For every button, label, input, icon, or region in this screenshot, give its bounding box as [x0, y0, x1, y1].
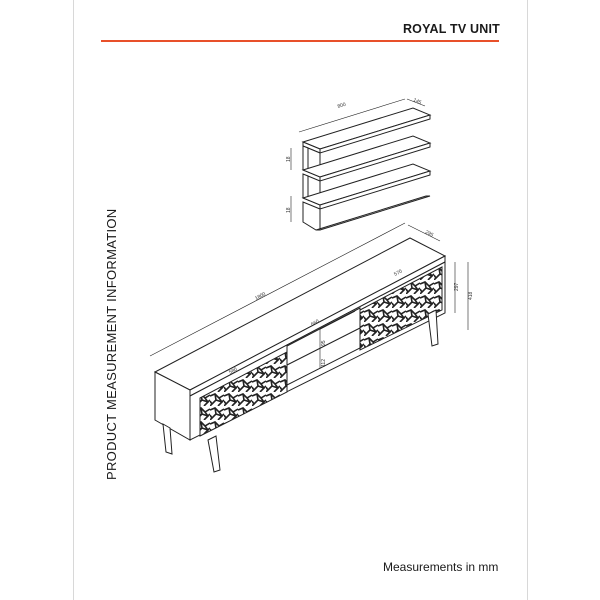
dim-shelf-width: 800: [337, 102, 347, 110]
tv-unit: [149, 222, 469, 473]
dim-inner-height-top: 95: [321, 340, 327, 346]
product-title: ROYAL TV UNIT: [402, 22, 500, 36]
dim-right-door: 570: [393, 268, 403, 277]
leg-front-left: [207, 435, 221, 473]
page-frame: [73, 0, 528, 600]
dim-shelf-thickness-bottom: 18: [286, 207, 292, 213]
dim-left-door: 580: [228, 366, 238, 375]
wall-shelves: [290, 98, 432, 231]
dim-unit-depth: 295: [424, 229, 434, 238]
title-underline: [101, 40, 499, 42]
right-door: [359, 266, 443, 351]
left-door: [199, 351, 288, 437]
dim-shelf-depth: 145: [412, 97, 422, 106]
dim-inner-height-bottom: 112: [321, 359, 327, 367]
leg-back-left: [162, 423, 173, 455]
measurement-note: Measurements in mm: [383, 560, 499, 574]
dim-body-height: 297: [454, 282, 460, 291]
lower-shelf: [301, 163, 432, 231]
dim-total-height: 418: [468, 291, 474, 300]
dim-shelf-thickness-top: 18: [286, 156, 292, 162]
dim-middle-width: 660: [310, 318, 320, 327]
leg-front-right: [427, 309, 439, 347]
dim-unit-width: 1800: [254, 291, 267, 302]
